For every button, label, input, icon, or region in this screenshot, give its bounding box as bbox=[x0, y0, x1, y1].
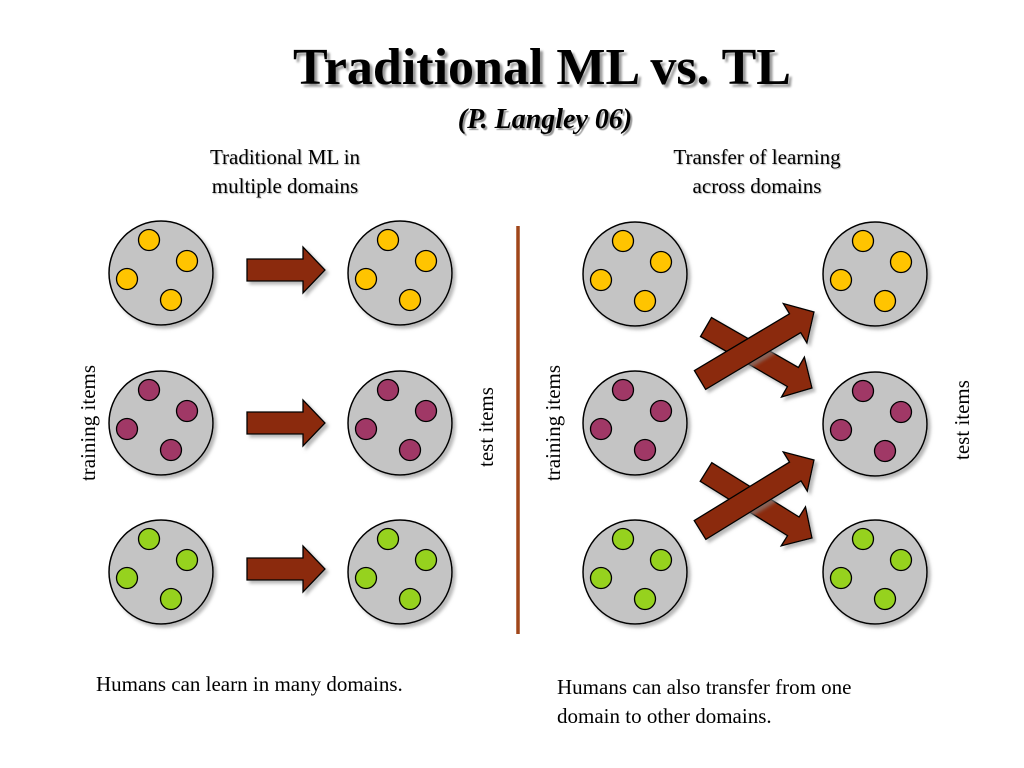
left-test-domain-yellow-item-2 bbox=[414, 249, 438, 273]
left-training-domain-yellow-item-4 bbox=[159, 288, 183, 312]
right-training-domain-purple-item-1 bbox=[611, 378, 635, 402]
right-test-domain-purple bbox=[822, 371, 928, 477]
left-training-label: training items bbox=[76, 364, 100, 482]
right-training-domain-purple-item-4 bbox=[633, 438, 657, 462]
slide-title: Traditional ML vs. TL bbox=[293, 39, 791, 96]
right-test-domain-green-item-1 bbox=[851, 527, 875, 551]
left-training-domain-yellow-item-2 bbox=[175, 249, 199, 273]
left-training-domain-green-item-3 bbox=[115, 566, 139, 590]
right-training-domain-yellow-item-1 bbox=[611, 229, 635, 253]
left-training-domain-green bbox=[108, 519, 214, 625]
left-test-domain-green-item-1 bbox=[376, 527, 400, 551]
left-test-domain-green bbox=[347, 519, 453, 625]
left-test-domain-purple-item-2 bbox=[414, 399, 438, 423]
right-training-domain-yellow-item-3 bbox=[589, 268, 613, 292]
right-training-domain-green-item-1 bbox=[611, 527, 635, 551]
right-test-domain-yellow-item-2 bbox=[889, 250, 913, 274]
left-test-domain-purple-item-3 bbox=[354, 417, 378, 441]
left-training-domain-purple-item-2 bbox=[175, 399, 199, 423]
right-training-domain-purple-item-3 bbox=[589, 417, 613, 441]
slide-subtitle: (P. Langley 06) bbox=[457, 104, 633, 135]
left-training-domain-green-item-4 bbox=[159, 587, 183, 611]
transfer-arrow-green-to-purple bbox=[693, 450, 815, 541]
right-training-domain-green-item-2 bbox=[649, 548, 673, 572]
right-test-domain-green bbox=[822, 519, 928, 625]
right-test-label: test items bbox=[950, 380, 974, 460]
right-test-domain-purple-item-1 bbox=[851, 379, 875, 403]
right-training-domain-purple-item-2 bbox=[649, 399, 673, 423]
left-training-domain-yellow bbox=[108, 220, 214, 326]
right-test-domain-purple-item-2 bbox=[889, 400, 913, 424]
right-test-domain-yellow-item-1 bbox=[851, 229, 875, 253]
right-test-domain-purple-item-3 bbox=[829, 418, 853, 442]
left-training-domain-purple-item-3 bbox=[115, 417, 139, 441]
right-test-domain-purple-item-4 bbox=[873, 439, 897, 463]
right-test-domain-green-item-4 bbox=[873, 587, 897, 611]
right-training-domain-yellow bbox=[582, 221, 688, 327]
left-heading: Traditional ML in multiple domains bbox=[160, 143, 410, 201]
transfer-arrow-purple-to-yellow bbox=[693, 302, 815, 391]
left-test-domain-green-item-4 bbox=[398, 587, 422, 611]
left-arrow-purple bbox=[246, 398, 326, 448]
left-training-domain-purple-item-4 bbox=[159, 438, 183, 462]
left-training-domain-green-item-2 bbox=[175, 548, 199, 572]
right-training-domain-green-item-3 bbox=[589, 566, 613, 590]
left-training-domain-yellow-item-1 bbox=[137, 228, 161, 252]
left-test-label: test items bbox=[474, 387, 498, 467]
left-test-domain-purple-item-1 bbox=[376, 378, 400, 402]
left-test-domain-purple bbox=[347, 370, 453, 476]
left-caption: Humans can learn in many domains. bbox=[96, 672, 403, 696]
right-heading-text: Transfer of learning across domains bbox=[673, 145, 841, 198]
left-training-domain-yellow-item-3 bbox=[115, 267, 139, 291]
left-test-domain-yellow bbox=[347, 220, 453, 326]
left-test-domain-yellow-item-3 bbox=[354, 267, 378, 291]
left-training-domain-green-item-1 bbox=[137, 527, 161, 551]
left-training-domain-purple-item-1 bbox=[137, 378, 161, 402]
right-heading: Transfer of learning across domains bbox=[632, 143, 882, 201]
right-test-domain-green-item-2 bbox=[889, 548, 913, 572]
right-training-domain-yellow-item-4 bbox=[633, 289, 657, 313]
left-arrow-green bbox=[246, 544, 326, 594]
right-test-domain-yellow-item-3 bbox=[829, 268, 853, 292]
right-caption: Humans can also transfer from one domain… bbox=[557, 675, 852, 728]
left-test-domain-yellow-item-4 bbox=[398, 288, 422, 312]
left-test-domain-green-item-3 bbox=[354, 566, 378, 590]
right-training-domain-yellow-item-2 bbox=[649, 250, 673, 274]
left-heading-text: Traditional ML in multiple domains bbox=[209, 145, 361, 198]
right-training-label: training items bbox=[541, 364, 565, 482]
right-training-domain-green-item-4 bbox=[633, 587, 657, 611]
right-training-domain-green bbox=[582, 519, 688, 625]
right-training-domain-purple bbox=[582, 370, 688, 476]
left-training-domain-purple bbox=[108, 370, 214, 476]
left-test-domain-green-item-2 bbox=[414, 548, 438, 572]
right-test-domain-yellow-item-4 bbox=[873, 289, 897, 313]
left-arrow-yellow bbox=[246, 245, 326, 295]
left-test-domain-yellow-item-1 bbox=[376, 228, 400, 252]
right-test-domain-green-item-3 bbox=[829, 566, 853, 590]
right-test-domain-yellow bbox=[822, 221, 928, 327]
left-test-domain-purple-item-4 bbox=[398, 438, 422, 462]
